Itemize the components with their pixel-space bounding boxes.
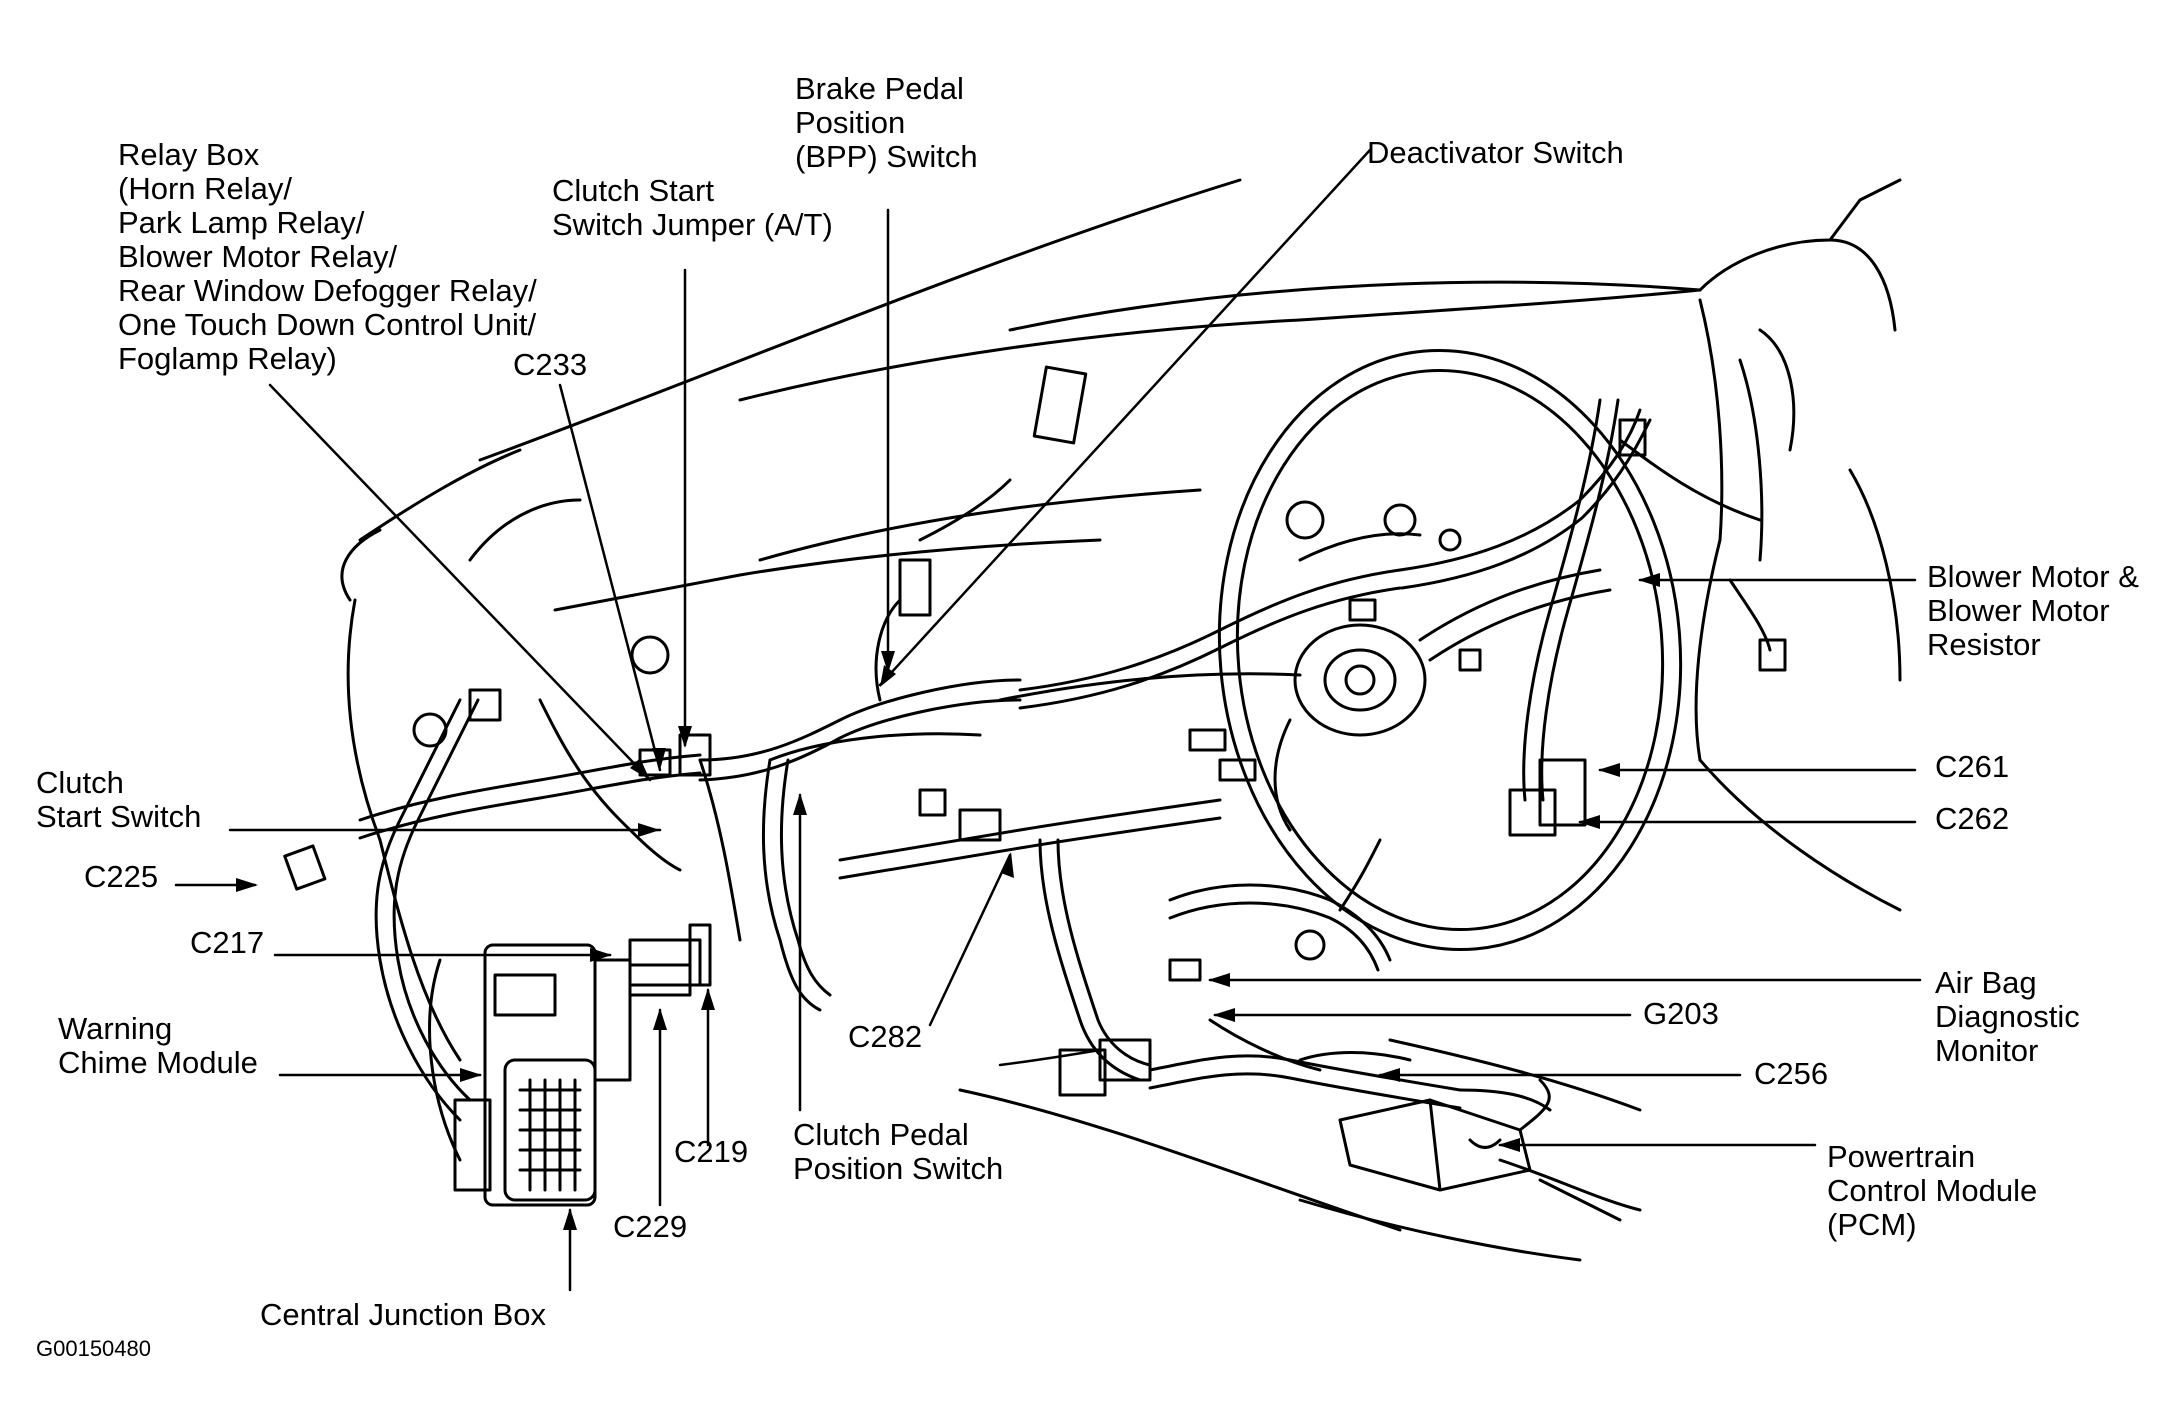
warning-chime-label: Warning Chime Module [58,1012,258,1080]
c256-label: C256 [1754,1056,1829,1091]
clutch-start-jumper-line-2: Switch Jumper (A/T) [552,207,833,242]
bpp-switch-label: Brake Pedal Position (BPP) Switch [795,72,978,174]
relay-box-line-2: (Horn Relay/ [118,171,292,206]
warning-chime-line-2: Chime Module [58,1045,258,1080]
c261-label: C261 [1935,749,2010,784]
central-junction-box [428,943,632,1207]
clutch-start-switch-line-1: Clutch [36,765,124,800]
c282-label: C282 [848,1019,923,1054]
bpp-switch-line-1: Brake Pedal [795,71,964,106]
clutch-start-jumper-line-1: Clutch Start [552,173,714,208]
relay-box-line-3: Park Lamp Relay/ [118,205,365,240]
c262-label: C262 [1935,801,2010,836]
pcm-line-1: Powertrain [1827,1139,1976,1174]
blower-motor-line-3: Resistor [1927,627,2041,662]
clutch-start-switch-label: Clutch Start Switch [36,766,201,834]
clutch-pedal-switch-line-2: Position Switch [793,1151,1004,1186]
clutch-start-switch-line-2: Start Switch [36,799,202,834]
connector-blocks [283,365,1787,1097]
relay-box-line-6: One Touch Down Control Unit/ [118,307,537,342]
airbag-monitor-line-3: Monitor [1935,1033,2039,1068]
clutch-start-jumper-label: Clutch Start Switch Jumper (A/T) [552,174,833,242]
steering-wheel [1217,348,1683,952]
arrow-heads [236,573,1660,1230]
relay-box-label: Relay Box (Horn Relay/ Park Lamp Relay/ … [118,138,537,376]
pcm-line-3: (PCM) [1827,1207,1917,1242]
c233-label: C233 [513,347,588,382]
relay-box-line-5: Rear Window Defogger Relay/ [118,273,537,308]
clutch-pedal-switch-label: Clutch Pedal Position Switch [793,1118,1003,1186]
blower-motor-line-2: Blower Motor [1927,593,2110,628]
warning-chime-line-1: Warning [58,1011,173,1046]
dashboard-outline [340,178,1902,1262]
c225-label: C225 [84,859,159,894]
deactivator-switch-label: Deactivator Switch [1367,135,1624,170]
central-junction-box-label: Central Junction Box [260,1297,547,1332]
bpp-switch-line-3: (BPP) Switch [795,139,978,174]
wiring-harness [358,398,1772,1122]
bpp-switch-line-2: Position [795,105,906,140]
pcm-unit [1338,1078,1551,1192]
blower-motor-line-1: Blower Motor & [1927,559,2139,594]
airbag-monitor-line-2: Diagnostic [1935,999,2080,1034]
c217-label: C217 [190,925,265,960]
relay-box-line-1: Relay Box [118,137,260,172]
relay-box-line-7: Foglamp Relay) [118,341,337,376]
airbag-monitor-label: Air Bag Diagnostic Monitor [1935,966,2080,1068]
figure-code: G00150480 [36,1336,151,1361]
pcm-line-2: Control Module [1827,1173,2038,1208]
blower-motor-label: Blower Motor & Blower Motor Resistor [1927,560,2139,662]
relay-box-line-4: Blower Motor Relay/ [118,239,398,274]
c219-label: C219 [674,1134,749,1169]
c229-label: C229 [613,1209,688,1244]
leader-lines [174,148,1922,1292]
pcm-label: Powertrain Control Module (PCM) [1827,1140,2037,1242]
clutch-pedal-switch-line-1: Clutch Pedal [793,1117,969,1152]
airbag-monitor-line-1: Air Bag [1935,965,2037,1000]
g203-label: G203 [1643,996,1719,1031]
